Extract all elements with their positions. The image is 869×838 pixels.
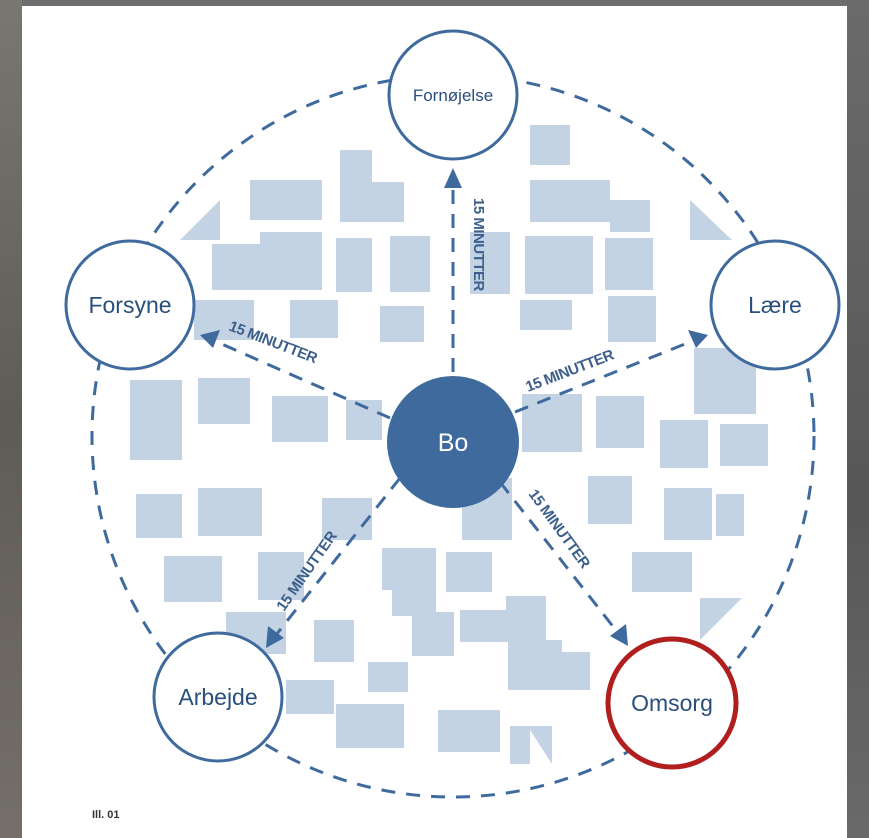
city-block: [336, 238, 372, 292]
city-block: [180, 200, 220, 240]
node-arbejde: Arbejde: [152, 631, 284, 763]
city-block: [290, 300, 338, 338]
node-laere: Lære: [709, 239, 841, 371]
walk-label-laere: 15 MINUTTER: [523, 346, 616, 395]
city-block: [198, 488, 262, 536]
city-block: [522, 394, 582, 452]
node-fornojelse: Fornøjelse: [387, 29, 519, 161]
city-block: [660, 420, 708, 468]
city-block: [596, 396, 644, 448]
route-to-omsorg: [498, 481, 624, 639]
highlight-ring: [605, 636, 739, 770]
city-block: [164, 556, 222, 602]
city-block: [336, 704, 404, 748]
node-label-laere: Lære: [748, 292, 802, 318]
node-label-omsorg: Omsorg: [631, 690, 713, 716]
node-omsorg: Omsorg: [605, 636, 739, 770]
city-block: [508, 640, 590, 690]
city-block: [340, 150, 404, 222]
arrowhead-icon: [444, 168, 462, 188]
city-block: [690, 200, 732, 240]
city-block: [380, 306, 424, 342]
city-block: [605, 238, 653, 290]
city-block: [382, 548, 436, 616]
route-to-arbejde: [270, 477, 402, 641]
city-block: [314, 620, 354, 662]
city-block: [720, 424, 768, 466]
city-block: [610, 200, 650, 232]
arrowhead-icon: [266, 626, 284, 648]
city-block: [286, 680, 334, 714]
city-block: [250, 180, 322, 220]
city-block: [525, 236, 593, 294]
city-block: [520, 300, 572, 330]
city-block: [136, 494, 182, 538]
walk-label-fornojelse: 15 MINUTTER: [470, 198, 487, 292]
city-block: [716, 494, 744, 536]
route-to-forsyne: [207, 336, 391, 420]
city-block: [412, 612, 454, 656]
city-block-cut: [530, 730, 552, 764]
background-left: [0, 0, 22, 838]
city-blocks: [130, 125, 768, 764]
walking-routes: [207, 180, 701, 641]
city-block: [608, 296, 656, 342]
city-block: [700, 598, 742, 640]
background-right: [847, 0, 869, 838]
city-block: [530, 180, 610, 222]
destination-nodes: Fornøjelse Forsyne Lære Arbejde Omsorg B…: [64, 29, 841, 770]
city-block: [632, 552, 692, 592]
city-block: [130, 380, 182, 460]
city-block: [212, 232, 322, 290]
node-label-arbejde: Arbejde: [178, 684, 257, 710]
arrowhead-icon: [610, 624, 628, 646]
city-block: [258, 552, 304, 600]
route-arrowheads: [200, 168, 708, 648]
city-block: [322, 498, 372, 540]
city-block: [530, 125, 570, 165]
node-center-bo: Bo: [387, 376, 519, 508]
city-block: [368, 662, 408, 692]
figure-caption: Ill. 01: [92, 809, 120, 821]
node-label-forsyne: Forsyne: [88, 292, 171, 318]
city-block: [272, 396, 328, 442]
city-block: [446, 552, 492, 592]
node-forsyne: Forsyne: [64, 239, 196, 371]
city-block: [194, 300, 254, 340]
city-block: [664, 488, 712, 540]
city-block: [390, 236, 430, 292]
city-block: [588, 476, 632, 524]
city-block: [438, 710, 500, 752]
city-block: [470, 232, 510, 294]
arrowhead-icon: [688, 330, 708, 348]
city-block: [198, 378, 250, 424]
city-block: [460, 596, 546, 642]
arrowhead-icon: [200, 330, 220, 348]
route-to-laere: [514, 336, 701, 414]
node-label-fornojelse: Fornøjelse: [413, 86, 493, 105]
node-label-bo: Bo: [438, 429, 469, 457]
